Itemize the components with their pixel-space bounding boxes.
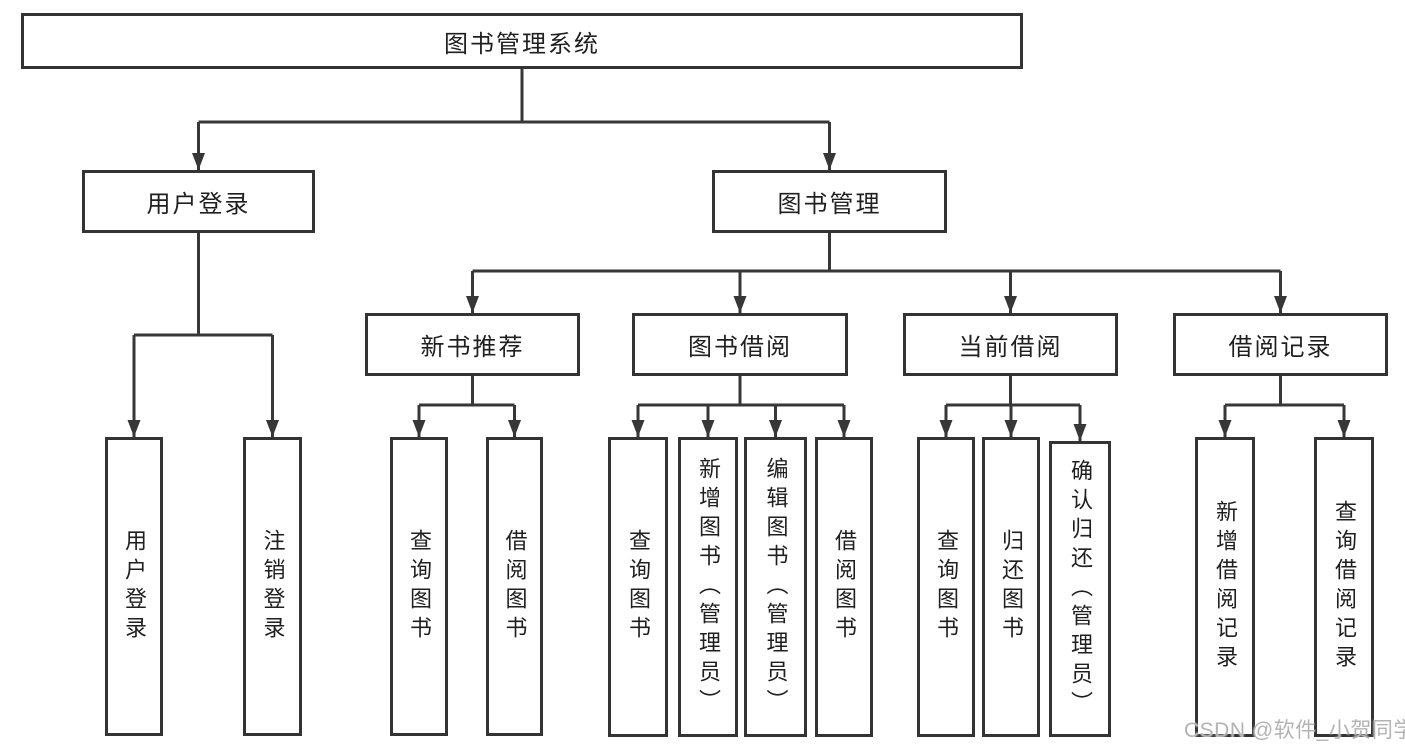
- node-book-mgmt-label: 图书管理: [777, 191, 882, 218]
- node-root: 图书管理系统: [21, 13, 1023, 69]
- leaf-query-books-current: 查询图书: [917, 437, 975, 737]
- leaf-add-borrow-record-label: 新增借阅记录: [1213, 500, 1238, 674]
- leaf-confirm-return-admin: 确认归还（管理员）: [1049, 441, 1111, 737]
- leaf-query-books-borrow: 查询图书: [608, 437, 668, 737]
- leaf-borrow-books-recommend: 借阅图书: [486, 437, 543, 736]
- leaf-add-books-admin: 新增图书（管理员）: [678, 437, 738, 737]
- leaf-query-books-borrow-label: 查询图书: [626, 529, 651, 645]
- node-book-borrow: 图书借阅: [632, 313, 848, 376]
- leaf-return-books-label: 归还图书: [999, 529, 1024, 645]
- leaf-edit-books-admin: 编辑图书（管理员）: [744, 437, 807, 737]
- leaf-query-books-recommend: 查询图书: [390, 437, 448, 736]
- node-current-borrow: 当前借阅: [903, 313, 1118, 376]
- leaf-confirm-return-admin-label: 确认归还（管理员）: [1068, 458, 1093, 720]
- leaf-borrow-books: 借阅图书: [815, 437, 873, 737]
- leaf-query-books-recommend-label: 查询图书: [407, 528, 432, 645]
- leaf-user-login-label: 用户登录: [122, 528, 147, 645]
- node-book-mgmt: 图书管理: [712, 170, 947, 233]
- leaf-logout-login: 注销登录: [243, 437, 302, 736]
- watermark-text: CSDN @软件_小贺同学: [1184, 719, 1405, 742]
- leaf-borrow-books-recommend-label: 借阅图书: [502, 528, 528, 645]
- leaf-borrow-books-label: 借阅图书: [832, 529, 857, 645]
- node-user-login: 用户登录: [82, 170, 315, 233]
- leaf-query-borrow-record-label: 查询借阅记录: [1332, 500, 1357, 674]
- leaf-edit-books-admin-label: 编辑图书（管理员）: [763, 456, 789, 718]
- node-borrow-record-label: 借阅记录: [1228, 334, 1333, 361]
- node-root-label: 图书管理系统: [444, 30, 600, 58]
- leaf-return-books: 归还图书: [982, 437, 1040, 737]
- node-borrow-record: 借阅记录: [1173, 313, 1388, 376]
- leaf-logout-login-label: 注销登录: [260, 528, 286, 645]
- leaf-add-books-admin-label: 新增图书（管理员）: [696, 456, 721, 718]
- node-user-login-label: 用户登录: [146, 191, 251, 218]
- leaf-query-books-current-label: 查询图书: [934, 529, 959, 645]
- leaf-query-borrow-record: 查询借阅记录: [1314, 437, 1374, 737]
- node-book-borrow-label: 图书借阅: [688, 334, 792, 361]
- leaf-user-login: 用户登录: [105, 437, 163, 736]
- leaf-add-borrow-record: 新增借阅记录: [1195, 437, 1255, 737]
- node-current-borrow-label: 当前借阅: [958, 334, 1063, 361]
- node-new-book-recommend: 新书推荐: [365, 313, 580, 376]
- node-new-book-recommend-label: 新书推荐: [420, 334, 525, 361]
